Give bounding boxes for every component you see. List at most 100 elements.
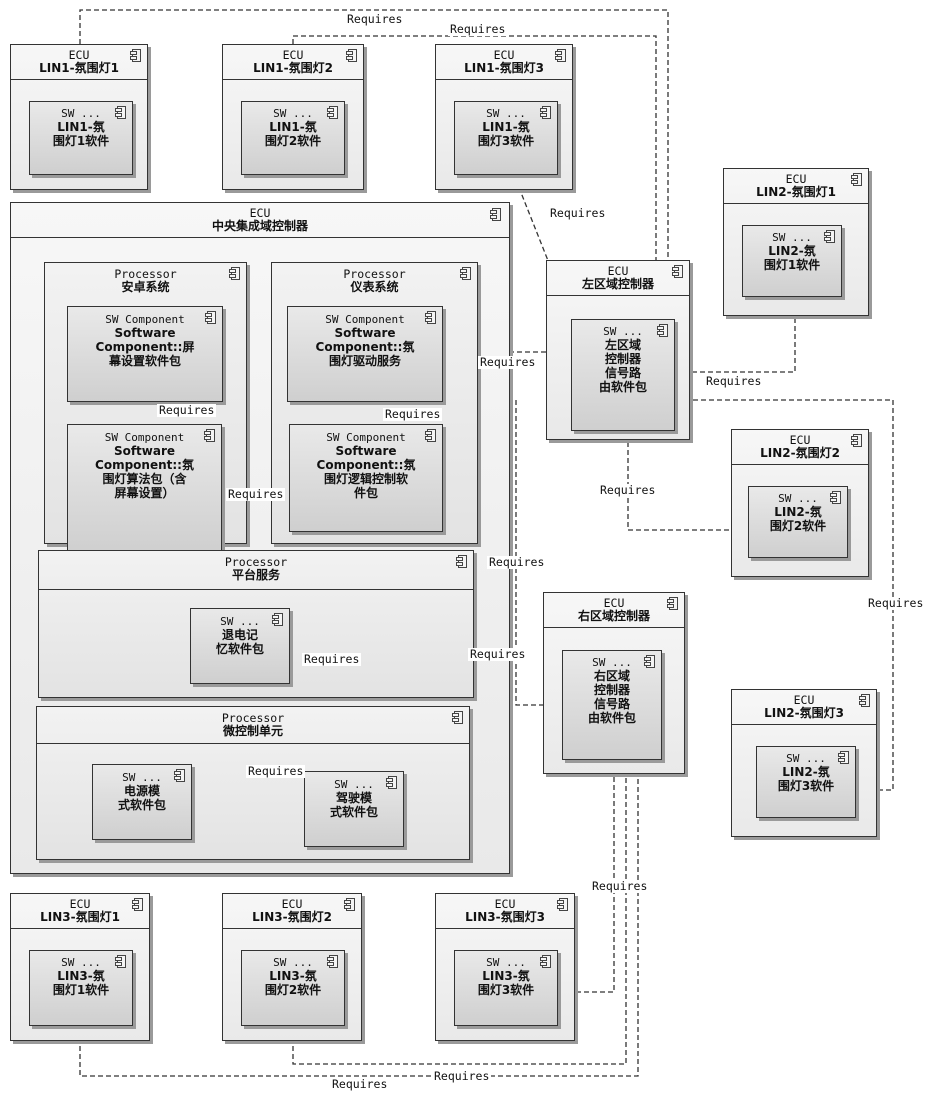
component-icon: [132, 898, 143, 911]
component-icon: [667, 597, 678, 610]
edge-lin2-1-to-left: [674, 318, 796, 372]
sw-name: 驾驶模 式软件包: [329, 791, 378, 819]
component-icon: [851, 434, 862, 447]
processor-title: 安卓系统: [121, 280, 170, 294]
sw-name: 左区域 控制器 信号路 由软件包: [598, 338, 647, 394]
component-icon: [327, 955, 338, 968]
requires-label: Requires: [302, 652, 362, 666]
requires-label: Requires: [246, 764, 306, 778]
requires-label: Requires: [157, 403, 217, 417]
sw-lin1-1: SW ...LIN1-氛 围灯1软件: [29, 101, 133, 175]
component-icon: [130, 49, 141, 62]
component-icon: [344, 898, 355, 911]
component-icon: [644, 655, 655, 668]
ecu-title: LIN3-氛围灯3: [465, 910, 545, 924]
sw-drive-mode: SW ...驾驶模 式软件包: [304, 771, 404, 847]
requires-label: Requires: [548, 206, 608, 220]
component-icon: [490, 208, 501, 221]
component-icon: [204, 429, 215, 442]
edge-lin3-1-to-right: [79, 760, 638, 1077]
edge-lin3-2-to-right: [292, 760, 626, 1065]
sw-lin2-3: SW ...LIN2-氛 围灯3软件: [756, 746, 856, 818]
sw-name: Software Component::氛 围灯逻辑控制软 件包: [316, 444, 416, 500]
component-icon: [859, 694, 870, 707]
component-icon: [346, 49, 357, 62]
component-icon: [425, 311, 436, 324]
requires-label: Requires: [468, 647, 528, 661]
requires-label: Requires: [598, 483, 658, 497]
sw-name: 右区域 控制器 信号路 由软件包: [587, 669, 636, 725]
sw-name: LIN2-氛 围灯1软件: [763, 244, 821, 272]
sw-name: LIN3-氛 围灯1软件: [52, 969, 110, 997]
component-icon: [540, 955, 551, 968]
component-icon: [456, 555, 467, 568]
component-icon: [557, 898, 568, 911]
ecu-title: LIN2-氛围灯3: [764, 706, 844, 720]
component-icon: [174, 769, 185, 782]
sw-name: LIN3-氛 围灯3软件: [477, 969, 535, 997]
edge-lin2-3-to-left: [674, 400, 894, 791]
sw-right-zone-routing: SW ...右区域 控制器 信号路 由软件包: [562, 650, 662, 760]
sw-name: 电源模 式软件包: [117, 784, 166, 812]
component-icon: [555, 49, 566, 62]
component-icon: [115, 106, 126, 119]
component-icon: [272, 613, 283, 626]
ecu-title: LIN1-氛围灯2: [253, 61, 333, 75]
sw-name: Software Component::氛 围灯算法包（含 屏幕设置）: [95, 444, 194, 500]
processor-title: 平台服务: [231, 568, 280, 582]
ecu-title: LIN1-氛围灯1: [39, 61, 119, 75]
sw-name: LIN1-氛 围灯3软件: [477, 120, 535, 148]
requires-label: Requires: [383, 407, 443, 421]
requires-label: Requires: [478, 355, 538, 369]
component-icon: [838, 751, 849, 764]
sw-lin3-1: SW ...LIN3-氛 围灯1软件: [29, 950, 133, 1026]
sw-lin1-3: SW ...LIN1-氛 围灯3软件: [454, 101, 558, 175]
sw-name: Software Component::屏 幕设置软件包: [95, 326, 195, 368]
ecu-title: LIN3-氛围灯2: [252, 910, 332, 924]
component-icon: [229, 267, 240, 280]
processor-title: 仪表系统: [350, 280, 399, 294]
requires-label: Requires: [345, 12, 405, 26]
ecu-title: LIN3-氛围灯1: [40, 910, 120, 924]
sw-power-mode: SW ...电源模 式软件包: [92, 764, 192, 840]
requires-label: Requires: [330, 1077, 390, 1091]
processor-title: 微控制单元: [222, 724, 283, 738]
sw-name: 退电记 忆软件包: [215, 628, 264, 656]
component-icon: [425, 429, 436, 442]
requires-label: Requires: [432, 1069, 492, 1083]
requires-label: Requires: [226, 487, 286, 501]
sw-name: LIN3-氛 围灯2软件: [264, 969, 322, 997]
sw-lin2-2: SW ...LIN2-氛 围灯2软件: [748, 486, 848, 558]
edge-lin2-2-to-left: [628, 430, 745, 531]
component-icon: [115, 955, 126, 968]
sw-lin3-3: SW ...LIN3-氛 围灯3软件: [454, 950, 558, 1026]
ecu-title: LIN2-氛围灯1: [756, 185, 836, 199]
sw-name: LIN1-氛 围灯1软件: [52, 120, 110, 148]
requires-label: Requires: [448, 22, 508, 36]
sw-left-zone-routing: SW ...左区域 控制器 信号路 由软件包: [571, 319, 675, 431]
sw-name: LIN2-氛 围灯2软件: [769, 505, 827, 533]
component-icon: [824, 230, 835, 243]
sw-name: LIN2-氛 围灯3软件: [777, 765, 835, 793]
sw-power-off-memory: SW ...退电记 忆软件包: [190, 608, 290, 684]
requires-label: Requires: [487, 555, 547, 569]
requires-label: Requires: [590, 879, 650, 893]
sw-name: LIN1-氛 围灯2软件: [264, 120, 322, 148]
sw-lin1-2: SW ...LIN1-氛 围灯2软件: [241, 101, 345, 175]
ecu-title: 右区域控制器: [577, 609, 650, 623]
component-icon: [327, 106, 338, 119]
ecu-title: 中央集成域控制器: [211, 219, 308, 233]
sw-lin2-1: SW ...LIN2-氛 围灯1软件: [742, 225, 842, 297]
ecu-title: 左区域控制器: [581, 277, 654, 291]
